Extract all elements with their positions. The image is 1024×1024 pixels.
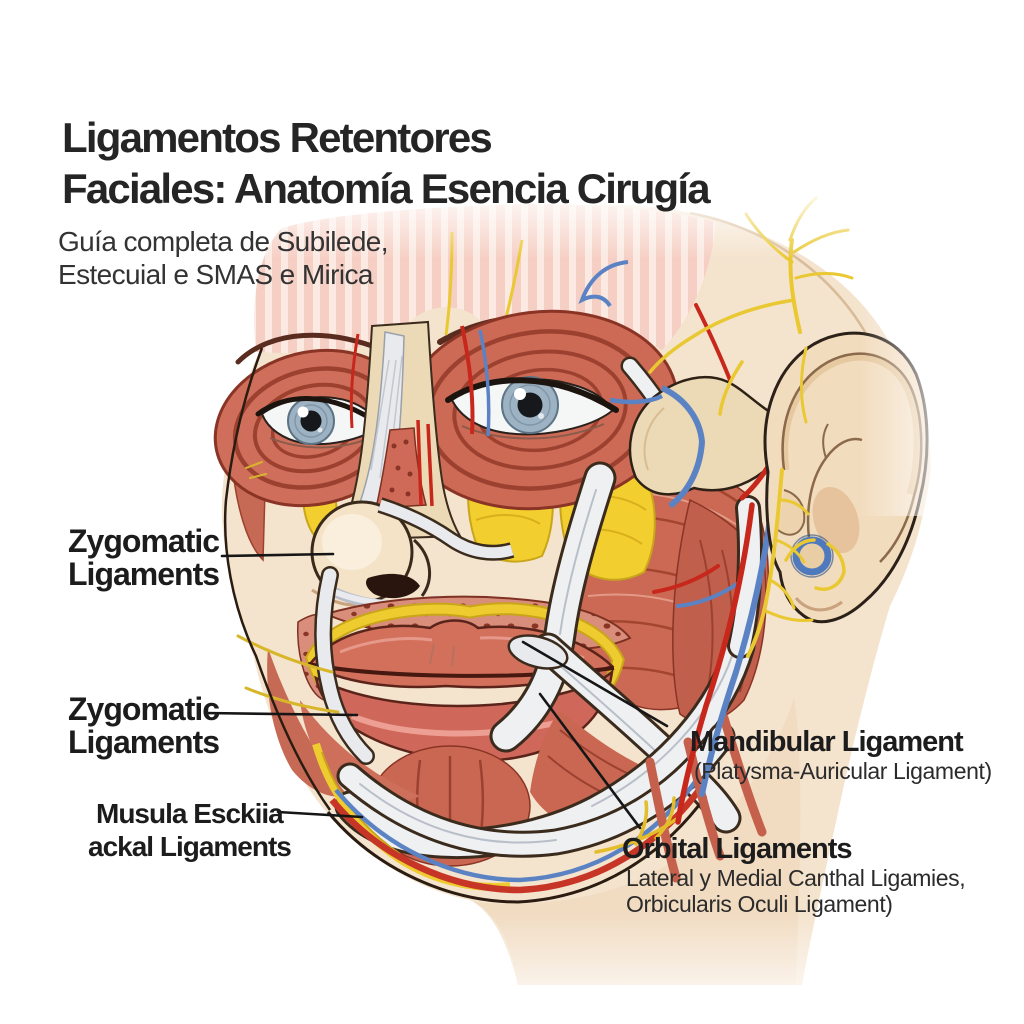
top-fade xyxy=(200,186,960,260)
leader-buccal xyxy=(276,810,364,819)
neck-platysma xyxy=(594,713,767,883)
label-zygomatic-upper-line1: Zygomatic xyxy=(68,523,220,559)
retaining-ligament-bands xyxy=(314,356,763,859)
label-mandibular: Mandibular Ligament (Platysma-Auricular … xyxy=(690,726,992,785)
leader-lines xyxy=(203,552,669,830)
page-subtitle-line1: Guía completa de Subilede, xyxy=(58,226,389,257)
label-mandibular-subtitle: (Platysma-Auricular Ligament) xyxy=(694,758,992,784)
leader-zygomatic-upper xyxy=(220,552,335,558)
page-title-line1: Ligamentos Retentores xyxy=(62,114,493,161)
label-zygomatic-upper: Zygomatic Ligaments xyxy=(68,523,220,592)
right-fade xyxy=(860,196,970,516)
page-subtitle: Guía completa de Subilede, Estecuial e S… xyxy=(58,225,389,291)
label-zygomatic-lower: Zygomatic Ligaments xyxy=(68,691,220,760)
label-buccal: Musula Esckiia ackal Ligaments xyxy=(88,797,292,863)
label-buccal-line2: ackal Ligaments xyxy=(88,831,292,862)
page-subtitle-line2: Estecuial e SMAS e Mirica xyxy=(58,259,373,290)
facial-nerves xyxy=(236,196,854,714)
label-orbital-line3: Orbicularis Oculi Ligament) xyxy=(626,891,893,917)
page-title-line2: Faciales: Anatomía Esencia Cirugía xyxy=(62,165,711,212)
label-orbital: Orbital Ligaments Lateral y Medial Canth… xyxy=(622,833,966,918)
bottom-fade xyxy=(280,912,840,1024)
face-outline xyxy=(223,347,332,811)
leader-zygomatic-lower xyxy=(203,711,359,717)
nose xyxy=(310,320,515,611)
label-orbital-line2: Lateral y Medial Canthal Ligamies, xyxy=(626,865,966,891)
label-zygomatic-lower-line1: Zygomatic xyxy=(68,691,220,727)
temple-vein xyxy=(578,260,629,308)
label-orbital-title: Orbital Ligaments xyxy=(622,833,853,865)
label-zygomatic-lower-line2: Ligaments xyxy=(68,724,220,760)
leader-mandibular xyxy=(521,640,669,728)
leader-orbital xyxy=(538,692,642,830)
label-buccal-line1: Musula Esckiia xyxy=(96,798,284,829)
page-title: Ligamentos Retentores Faciales: Anatomía… xyxy=(62,112,711,214)
label-mandibular-title: Mandibular Ligament xyxy=(690,726,964,758)
label-zygomatic-upper-line2: Ligaments xyxy=(68,556,220,592)
